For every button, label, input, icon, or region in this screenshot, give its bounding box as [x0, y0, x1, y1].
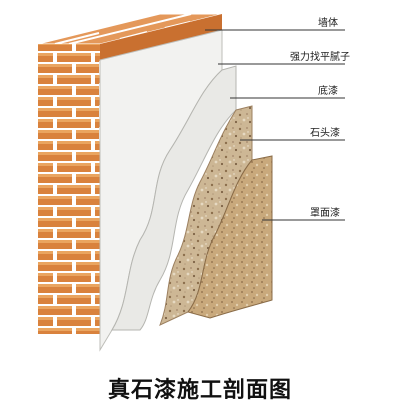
diagram-caption: 真石漆施工剖面图 — [107, 378, 292, 403]
brick-wall-front — [38, 44, 100, 334]
label-topcoat: 罩面漆 — [310, 206, 340, 219]
primer-layer — [111, 65, 237, 331]
leader-lines — [205, 29, 345, 221]
label-stone: 石头漆 — [310, 126, 340, 139]
brick-wall-side — [100, 14, 222, 60]
topcoat-layer — [187, 155, 273, 319]
label-putty: 强力找平腻子 — [290, 50, 350, 63]
label-primer: 底漆 — [318, 84, 338, 97]
label-wall: 墙体 — [318, 16, 338, 29]
